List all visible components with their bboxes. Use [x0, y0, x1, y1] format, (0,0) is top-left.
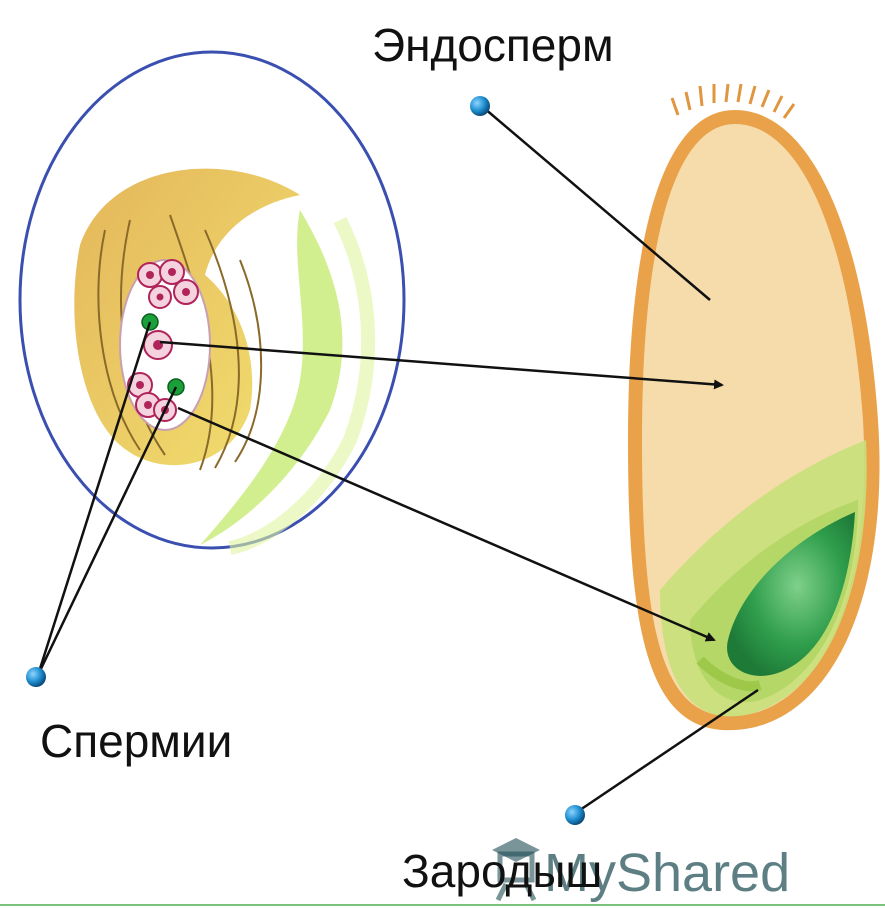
- sperm-label: Спермии: [40, 718, 232, 764]
- endosperm-label: Эндосперм: [372, 22, 614, 68]
- seed: [628, 84, 880, 730]
- endosperm-pin: [470, 96, 490, 116]
- embryo-label: Зародыш: [402, 848, 602, 894]
- embryo-pointer-line: [577, 690, 758, 812]
- ovule-magnified-view: [20, 52, 404, 548]
- sperm-pin: [26, 667, 46, 687]
- embryo-pin: [565, 805, 585, 825]
